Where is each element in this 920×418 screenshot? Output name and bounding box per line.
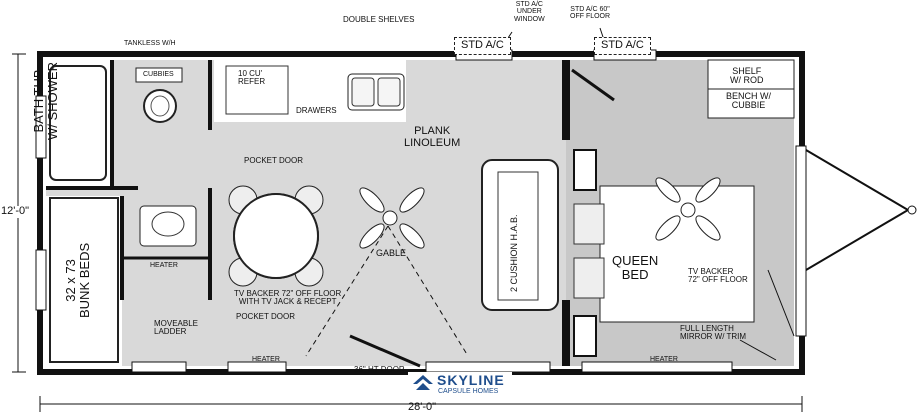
ladder-label: MOVEABLE LADDER	[154, 319, 199, 337]
cubbies-label: CUBBIES	[143, 71, 174, 78]
heater-label-2: HEATER	[252, 356, 280, 363]
bench-label: BENCH W/ CUBBIE	[726, 91, 771, 111]
shelf-rod-label: SHELF W/ ROD	[730, 66, 764, 86]
trailer-hitch	[805, 149, 910, 271]
std-ac-60-label: STD A/C 60" OFF FLOOR	[570, 6, 611, 21]
cushion-label: 2 CUSHION H.A.B.	[509, 214, 519, 292]
door-label: 36" HT DOOR	[354, 365, 405, 374]
logo-mark-icon	[413, 375, 433, 390]
std-ac-box-2: STD A/C	[594, 37, 651, 55]
refer-label: 10 CU' REFER	[238, 69, 266, 87]
bunk-label: 32 x 73 BUNK BEDS	[63, 242, 92, 318]
brand-logo: SKYLINE CAPSULE HOMES	[408, 372, 512, 398]
tankless-label: TANKLESS W/H	[124, 40, 176, 47]
heater-label-1: HEATER	[150, 262, 178, 269]
std-ac-window-label: STD A/C UNDER WINDOW	[514, 1, 545, 23]
std-ac-box: STD A/C	[454, 37, 511, 55]
queen-bed	[599, 185, 755, 323]
width-dimension: 28'-0"	[408, 401, 437, 413]
pocket-door-label-1: POCKET DOOR	[244, 156, 303, 165]
ceiling-fan-icon-bedroom	[655, 177, 721, 241]
pocket-door-label-2: POCKET DOOR	[236, 312, 295, 321]
tv-backer-right-label: TV BACKER 72" OFF FLOOR	[688, 267, 748, 285]
height-dimension: 12'-0"	[1, 205, 30, 218]
bathtub-label: BATH TUB W/ SHOWER	[31, 62, 60, 140]
queen-label: QUEEN BED	[612, 253, 659, 282]
heater-label-3: HEATER	[650, 356, 678, 363]
ceiling-fan-icon	[359, 187, 425, 249]
brand-sub: CAPSULE HOMES	[438, 388, 499, 395]
drawers-label: DRAWERS	[296, 106, 337, 115]
gable-label: GABLE	[376, 248, 407, 258]
brand-name: SKYLINE	[437, 372, 505, 388]
mirror-label: FULL LENGTH MIRROR W/ TRIM	[680, 324, 747, 342]
plank-label: PLANK LINOLEUM	[404, 125, 461, 149]
tv-backer-left-label: TV BACKER 72" OFF FLOOR WITH TV JACK & R…	[234, 289, 342, 307]
double-shelves-label: DOUBLE SHELVES	[343, 15, 415, 24]
